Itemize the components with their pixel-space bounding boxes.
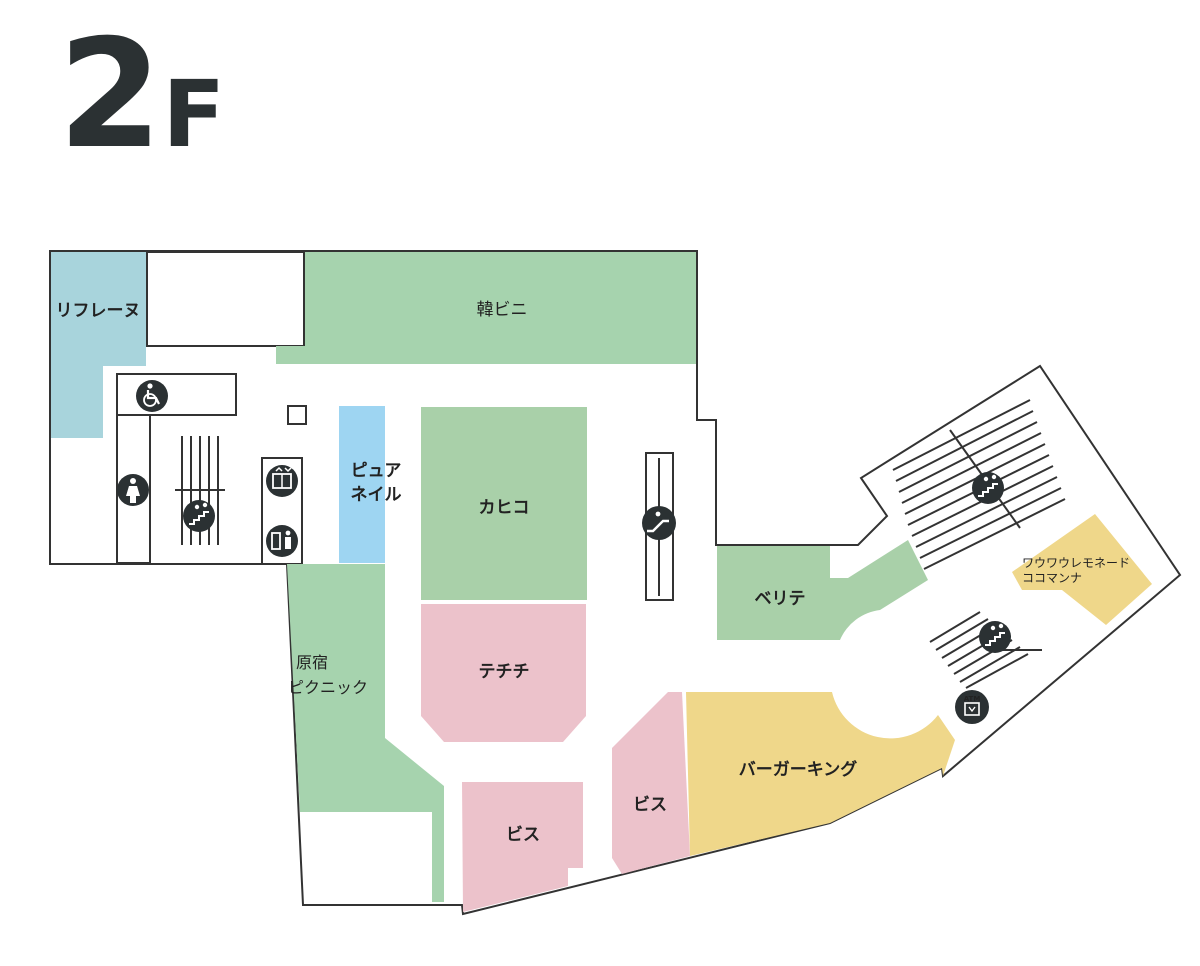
shop-pure-nail[interactable]: ピュア ネイル	[339, 406, 402, 563]
shop-harajuku-label-1: 原宿	[296, 653, 328, 672]
shop-pure-nail-label-2: ネイル	[351, 485, 402, 505]
restroom-area	[116, 414, 151, 564]
shop-burger-king[interactable]: バーガーキング	[686, 692, 955, 856]
stairs-icon-lower[interactable]	[979, 621, 1011, 653]
restroom-icon[interactable]	[266, 525, 298, 557]
shop-kahiko-label: カヒコ	[479, 498, 530, 518]
shop-bis-left[interactable]: ビス	[462, 782, 583, 912]
floor-title: 2F	[58, 20, 225, 170]
shop-lemonade-cocomanna[interactable]: ワウワウレモネード ココマンナ	[1012, 514, 1152, 625]
stairs-icon[interactable]	[183, 500, 215, 532]
atm-label: ATM	[964, 695, 981, 703]
small-box	[287, 405, 307, 425]
shop-harajuku-label-2: ピクニック	[288, 678, 368, 697]
shop-bis-right-label: ビス	[633, 795, 667, 815]
vacant-space	[146, 251, 305, 347]
wheelchair-area	[116, 373, 237, 416]
shop-kahiko[interactable]: カヒコ	[421, 407, 587, 600]
shop-techichi[interactable]: テチチ	[421, 604, 586, 742]
escalator-icon[interactable]	[642, 506, 676, 540]
shop-harajuku-picnic[interactable]: 原宿 ピクニック	[287, 564, 444, 902]
shop-reflane[interactable]: リフレーヌ	[51, 252, 146, 438]
shop-lemonade-label-2: ココマンナ	[1022, 571, 1082, 585]
shop-hanbini-label: 韓ビニ	[477, 300, 528, 320]
shop-techichi-label: テチチ	[479, 662, 530, 682]
floor-unit: F	[162, 61, 226, 168]
stairs-icon-right[interactable]	[972, 472, 1004, 504]
shop-lemonade-label-1: ワウワウレモネード	[1022, 556, 1130, 570]
shop-reflane-label: リフレーヌ	[56, 301, 141, 321]
shop-beriite[interactable]: ベリテ	[717, 540, 928, 640]
atm-icon[interactable]: ATM	[955, 690, 989, 724]
shop-burger-king-label: バーガーキング	[739, 759, 858, 780]
shop-beriite-label: ベリテ	[755, 589, 806, 609]
elevator-area	[261, 457, 303, 565]
wheelchair-icon[interactable]	[136, 380, 168, 412]
shop-bis-right[interactable]: ビス	[612, 692, 690, 874]
shop-pure-nail-label-1: ピュア	[351, 461, 402, 481]
womens-restroom-icon[interactable]	[117, 474, 149, 506]
shop-bis-left-label: ビス	[506, 825, 540, 845]
shop-hanbini[interactable]: 韓ビニ	[276, 252, 696, 364]
floor-number: 2	[58, 8, 162, 182]
elevator-icon[interactable]	[266, 465, 298, 497]
